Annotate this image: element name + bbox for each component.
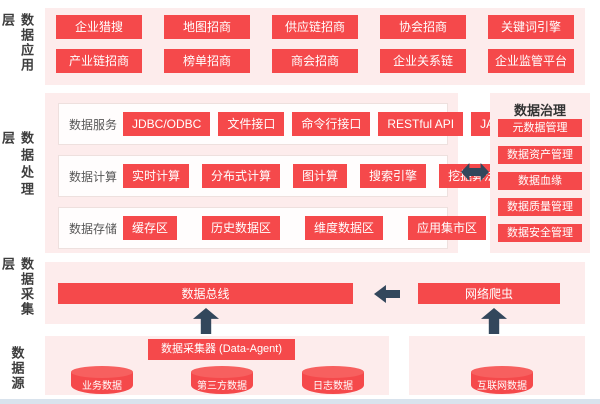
app-module-box: 关键词引擎 (488, 15, 574, 39)
processing-item-box: 缓存区 (123, 216, 178, 240)
group-items: 实时计算 分布式计算 图计算 搜索引擎 挖掘算法 (123, 164, 506, 188)
governance-item-box: 数据质量管理 (498, 198, 582, 216)
data-compute-group: 数据计算 实时计算 分布式计算 图计算 搜索引擎 挖掘算法 (58, 155, 506, 197)
processing-item-box: 搜索引擎 (360, 164, 427, 188)
app-module-box: 供应链招商 (272, 15, 358, 39)
data-agent-bar: 数据采集器 (Data-Agent) (148, 339, 295, 360)
data-service-group: 数据服务 JDBC/ODBC 文件接口 命令行接口 RESTful API JA… (58, 103, 583, 145)
processing-item-box: 历史数据区 (202, 216, 281, 240)
app-module-box: 协会招商 (380, 15, 466, 39)
source-panel-internet: 互联网数据 (409, 336, 585, 395)
processing-item-box: RESTful API (378, 112, 464, 136)
cylinder-top (71, 366, 133, 378)
bottom-edge-strip (0, 399, 600, 404)
database-label: 互联网数据 (471, 372, 533, 394)
processing-item-box: JDBC/ODBC (123, 112, 211, 136)
governance-title: 数据治理 (513, 103, 566, 118)
governance-item-box: 数据安全管理 (498, 224, 582, 242)
group-label: 数据计算 (69, 169, 118, 184)
database-cylinder: 第三方数据 (191, 366, 253, 394)
app-module-box: 地图招商 (164, 15, 250, 39)
governance-item-box: 数据资产管理 (498, 146, 582, 164)
governance-panel: 数据治理 元数据管理 数据资产管理 数据血缘 数据质量管理 数据安全管理 (490, 93, 590, 253)
governance-item-box: 元数据管理 (498, 119, 582, 137)
database-label: 日志数据 (302, 372, 364, 394)
processing-item-box: 文件接口 (218, 112, 285, 136)
web-crawler-bar: 网络爬虫 (418, 283, 560, 304)
group-items: 缓存区 历史数据区 维度数据区 应用集市区 (123, 216, 487, 240)
processing-item-box: 图计算 (293, 164, 348, 188)
layer-label-source: 数据源 (9, 345, 25, 391)
database-label: 业务数据 (71, 372, 133, 394)
cylinder-top (302, 366, 364, 378)
processing-item-box: 命令行接口 (292, 112, 371, 136)
layer-label-processing: 数据处理层 (0, 131, 34, 199)
source-panel-internal: 数据采集器 (Data-Agent) 业务数据 第三方数据 日志数据 (45, 336, 389, 395)
processing-item-box: 分布式计算 (202, 164, 281, 188)
layer-label-application: 数据应用层 (0, 13, 34, 73)
application-module-grid: 企业猎搜 地图招商 供应链招商 协会招商 关键词引擎 产业链招商 榜单招商 商会… (45, 8, 585, 85)
app-module-box: 商会招商 (272, 49, 358, 73)
app-module-box: 企业猎搜 (56, 15, 142, 39)
database-label: 第三方数据 (191, 372, 253, 394)
data-bus-bar: 数据总线 (58, 283, 353, 304)
group-label: 数据存储 (69, 221, 118, 236)
database-cylinder: 业务数据 (71, 366, 133, 394)
arrow-double-horizontal-icon (461, 163, 489, 181)
app-module-box: 产业链招商 (56, 49, 142, 73)
app-module-box: 企业监管平台 (488, 49, 574, 73)
database-cylinder: 日志数据 (302, 366, 364, 394)
data-storage-group: 数据存储 缓存区 历史数据区 维度数据区 应用集市区 (58, 207, 487, 249)
cylinder-top (191, 366, 253, 378)
processing-item-box: 应用集市区 (408, 216, 487, 240)
app-module-box: 企业关系链 (380, 49, 466, 73)
processing-item-box: 实时计算 (123, 164, 190, 188)
cylinder-top (471, 366, 533, 378)
governance-item-box: 数据血缘 (498, 172, 582, 190)
processing-layer-panel: 数据服务 JDBC/ODBC 文件接口 命令行接口 RESTful API JA… (45, 93, 583, 253)
processing-item-box: 维度数据区 (305, 216, 384, 240)
app-module-box: 榜单招商 (164, 49, 250, 73)
group-label: 数据服务 (69, 117, 118, 132)
database-cylinder: 互联网数据 (471, 366, 533, 394)
layer-label-collection: 数据采集层 (0, 257, 34, 317)
